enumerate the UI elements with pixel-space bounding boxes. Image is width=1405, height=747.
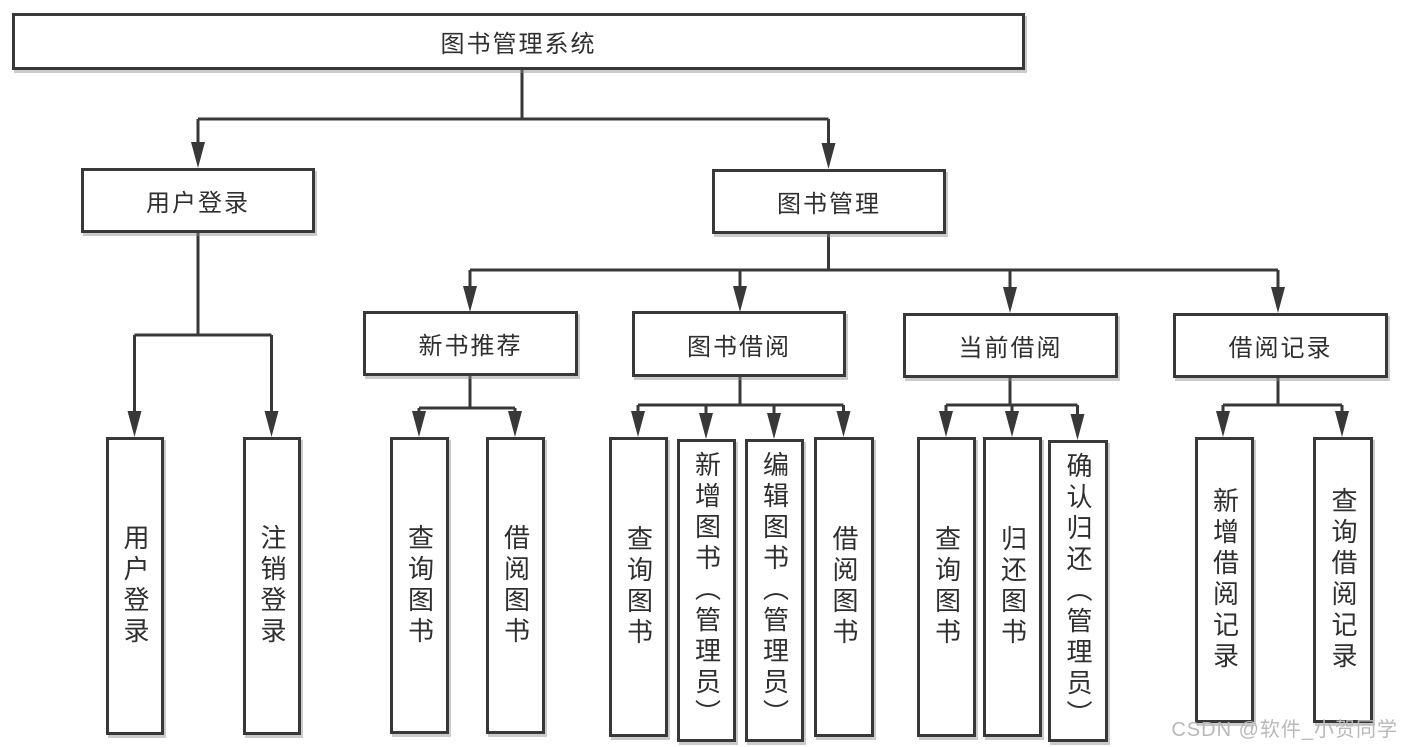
leaf-label: 查询借阅记录 [1328, 487, 1358, 673]
leaf-label: 查询图书 [404, 523, 435, 648]
leaf-cb-return-book: 归还图书 [983, 437, 1042, 737]
node-book-borrow: 图书借阅 [632, 311, 846, 377]
leaf-label: 借阅图书 [829, 525, 859, 649]
leaf-label: 注销登录 [257, 524, 287, 648]
node-current-borrow: 当前借阅 [903, 313, 1118, 378]
node-new-book-recommend: 新书推荐 [363, 311, 578, 376]
connector-book-mgmt-children [463, 233, 1285, 313]
connector-borrow-record-children [1216, 377, 1349, 437]
connector-current-borrow-children [939, 377, 1085, 440]
leaf-label: 查询图书 [623, 525, 654, 649]
connector-user-login-children [127, 232, 279, 437]
leaf-label: 编辑图书（管理员） [759, 451, 790, 730]
leaf-bb-borrow-book: 借阅图书 [814, 437, 874, 737]
leaf-bb-query-book: 查询图书 [609, 437, 668, 737]
leaf-nb-query-book: 查询图书 [390, 437, 449, 734]
leaf-cb-query-book: 查询图书 [917, 437, 976, 737]
connector-new-book-children [412, 375, 522, 437]
leaf-label: 用户登录 [120, 524, 150, 648]
leaf-label: 确认归还（管理员） [1063, 451, 1093, 731]
leaf-label: 新增图书（管理员） [691, 451, 722, 730]
leaf-label: 归还图书 [997, 525, 1028, 649]
connector-root-to-level2 [191, 69, 836, 169]
node-system-root: 图书管理系统 [12, 13, 1025, 70]
leaf-label: 借阅图书 [500, 523, 531, 648]
leaf-bb-edit-book-admin: 编辑图书（管理员） [745, 439, 804, 742]
node-borrow-record: 借阅记录 [1173, 313, 1388, 378]
node-book-management: 图书管理 [712, 169, 946, 234]
leaf-bb-add-book-admin: 新增图书（管理员） [677, 439, 736, 742]
leaf-user-login-operation: 用户登录 [106, 437, 164, 735]
csdn-watermark: CSDN @软件_小贺同学 [1171, 719, 1398, 741]
leaf-br-add-record: 新增借阅记录 [1195, 437, 1254, 723]
connector-book-borrow-children [631, 376, 851, 439]
leaf-nb-borrow-book: 借阅图书 [486, 437, 545, 734]
leaf-label: 查询图书 [931, 525, 962, 649]
node-user-login: 用户登录 [81, 168, 315, 233]
leaf-cb-confirm-return-admin: 确认归还（管理员） [1048, 440, 1108, 742]
leaf-label: 新增借阅记录 [1209, 487, 1240, 673]
leaf-logout-operation: 注销登录 [243, 437, 301, 735]
leaf-br-query-record: 查询借阅记录 [1313, 437, 1373, 723]
